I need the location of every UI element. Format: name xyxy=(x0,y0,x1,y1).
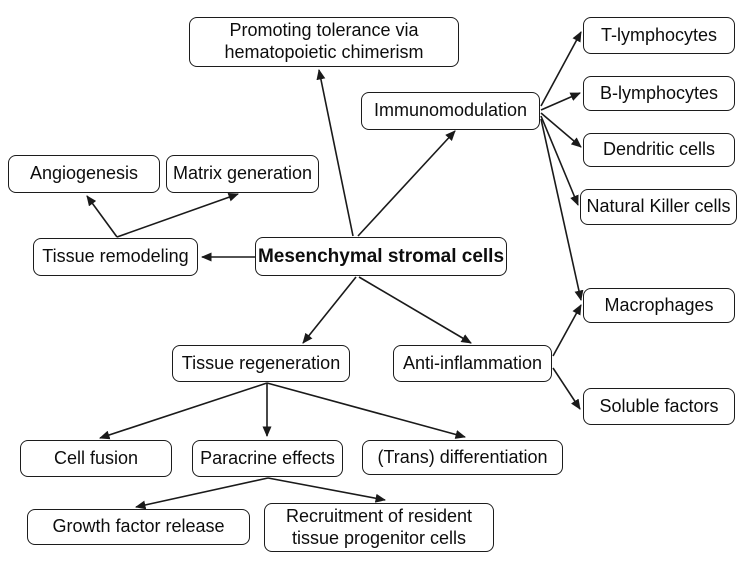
node-tissue-remodeling: Tissue remodeling xyxy=(33,238,198,276)
arrow-immunomodulation-to-natural-killer-cells xyxy=(540,115,579,206)
arrow-immunomodulation-to-t-lymphocytes xyxy=(540,31,582,107)
arrow-mesenchymal-stromal-cells-to-immunomodulation xyxy=(357,130,456,237)
node-label-cell-fusion: Cell fusion xyxy=(53,447,139,468)
arrow-immunomodulation-to-dendritic-cells xyxy=(540,112,582,148)
arrow-paracrine-effects-to-recruitment-resident xyxy=(267,477,386,503)
node-macrophages: Macrophages xyxy=(583,288,735,323)
arrow-tissue-remodeling-to-matrix-generation xyxy=(116,192,239,238)
node-label-dendritic-cells: Dendritic cells xyxy=(602,139,716,160)
node-label-recruitment-resident: Recruitment of resident tissue progenito… xyxy=(285,505,473,548)
node-cell-fusion: Cell fusion xyxy=(20,440,172,477)
node-label-t-lymphocytes: T-lymphocytes xyxy=(600,24,718,45)
node-label-mesenchymal-stromal-cells: Mesenchymal stromal cells xyxy=(257,245,505,267)
node-matrix-generation: Matrix generation xyxy=(166,155,319,193)
node-mesenchymal-stromal-cells: Mesenchymal stromal cells xyxy=(255,237,507,276)
arrow-paracrine-effects-to-growth-factor-release xyxy=(135,477,269,510)
node-recruitment-resident: Recruitment of resident tissue progenito… xyxy=(264,503,494,552)
arrow-anti-inflammation-to-macrophages xyxy=(552,304,582,357)
arrow-tissue-remodeling-to-angiogenesis xyxy=(86,195,118,238)
node-growth-factor-release: Growth factor release xyxy=(27,509,250,545)
node-tissue-regeneration: Tissue regeneration xyxy=(172,345,350,382)
node-label-macrophages: Macrophages xyxy=(604,294,714,315)
node-label-natural-killer-cells: Natural Killer cells xyxy=(586,196,731,217)
node-label-growth-factor-release: Growth factor release xyxy=(52,516,225,537)
node-promoting-tolerance: Promoting tolerance via hematopoietic ch… xyxy=(189,17,459,67)
node-b-lymphocytes: B-lymphocytes xyxy=(583,76,735,111)
arrow-anti-inflammation-to-soluble-factors xyxy=(552,367,581,410)
node-anti-inflammation: Anti-inflammation xyxy=(393,345,552,382)
node-angiogenesis: Angiogenesis xyxy=(8,155,160,193)
node-label-tissue-regeneration: Tissue regeneration xyxy=(181,352,341,373)
arrow-immunomodulation-to-b-lymphocytes xyxy=(540,92,581,111)
node-label-promoting-tolerance: Promoting tolerance via hematopoietic ch… xyxy=(224,20,424,62)
node-label-paracrine-effects: Paracrine effects xyxy=(200,447,335,468)
node-label-trans-differentiation: (Trans) differentiation xyxy=(377,446,548,467)
arrow-immunomodulation-to-macrophages xyxy=(540,118,584,301)
node-soluble-factors: Soluble factors xyxy=(583,388,735,425)
node-label-soluble-factors: Soluble factors xyxy=(599,395,719,416)
arrow-mesenchymal-stromal-cells-to-promoting-tolerance xyxy=(316,69,354,237)
node-t-lymphocytes: T-lymphocytes xyxy=(583,17,735,54)
node-label-tissue-remodeling: Tissue remodeling xyxy=(42,246,189,267)
arrow-tissue-regeneration-to-trans-differentiation xyxy=(266,382,466,439)
node-label-immunomodulation: Immunomodulation xyxy=(373,100,528,121)
node-label-angiogenesis: Angiogenesis xyxy=(29,163,139,184)
arrow-tissue-regeneration-to-cell-fusion xyxy=(99,382,268,440)
node-natural-killer-cells: Natural Killer cells xyxy=(580,189,737,225)
node-label-anti-inflammation: Anti-inflammation xyxy=(402,352,543,373)
node-trans-differentiation: (Trans) differentiation xyxy=(362,440,563,475)
node-dendritic-cells: Dendritic cells xyxy=(583,133,735,167)
node-immunomodulation: Immunomodulation xyxy=(361,92,540,130)
node-paracrine-effects: Paracrine effects xyxy=(192,440,343,477)
arrow-mesenchymal-stromal-cells-to-anti-inflammation xyxy=(358,276,472,344)
arrow-mesenchymal-stromal-cells-to-tissue-regeneration xyxy=(302,276,357,344)
node-label-b-lymphocytes: B-lymphocytes xyxy=(599,82,719,103)
node-label-matrix-generation: Matrix generation xyxy=(172,163,313,184)
